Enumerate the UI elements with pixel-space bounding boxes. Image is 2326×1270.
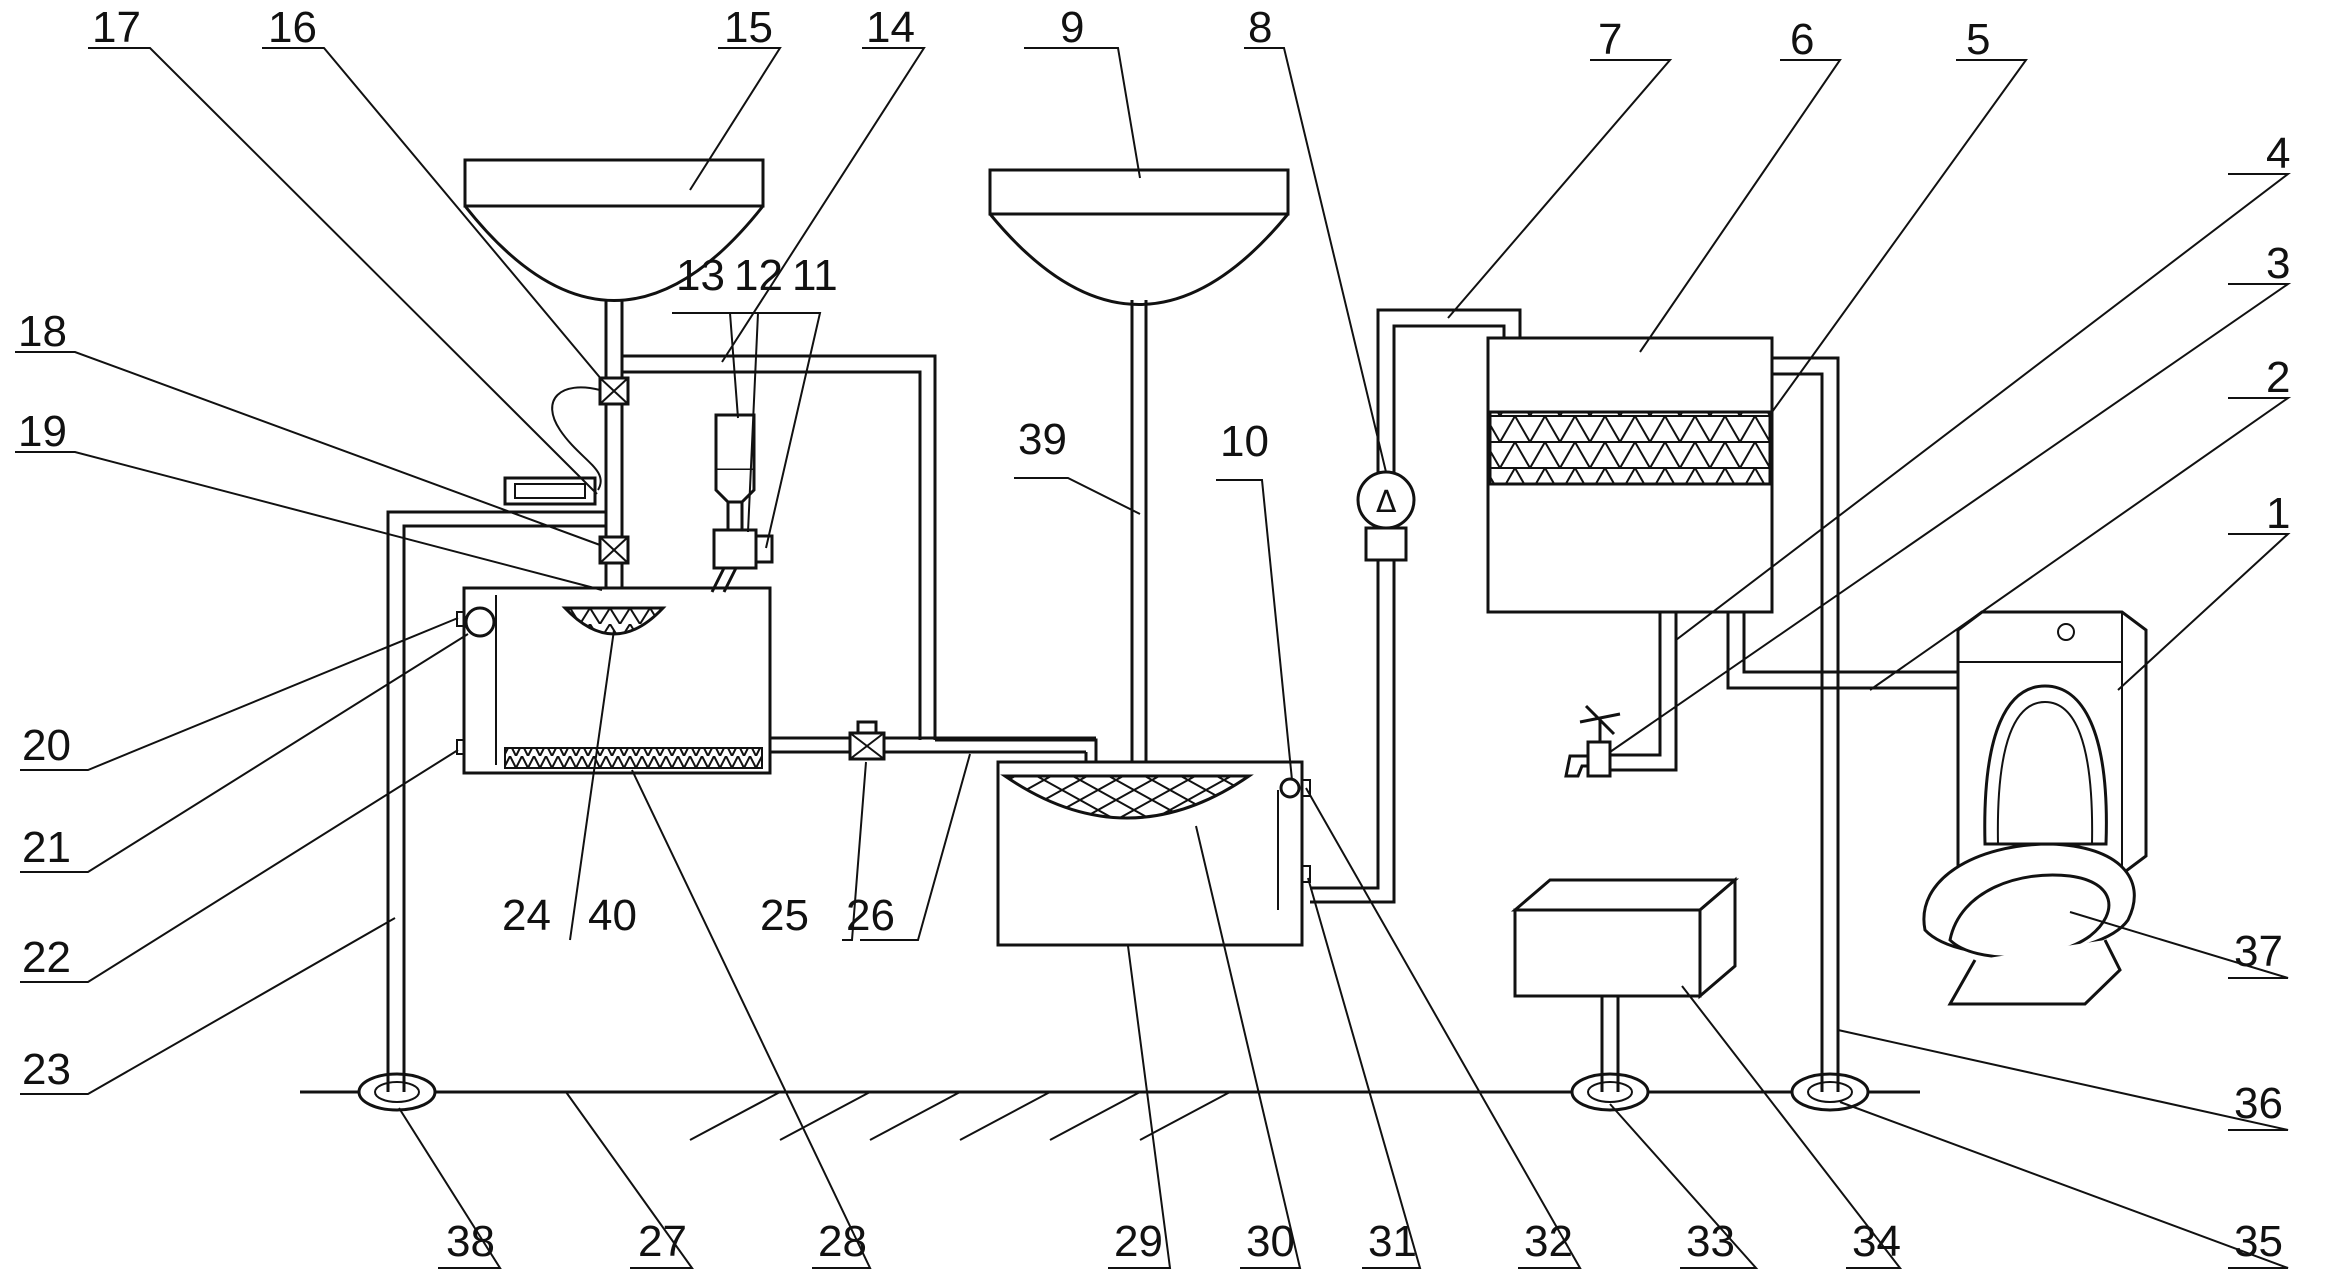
pipe-23: [386, 510, 606, 1092]
tap-3: [1564, 704, 1621, 778]
label-32: 32: [1524, 1217, 1573, 1266]
label-31: 31: [1368, 1217, 1417, 1266]
label-14: 14: [866, 3, 915, 52]
label-4: 4: [2266, 129, 2290, 178]
controller-17: [503, 476, 597, 506]
label-25: 25: [760, 891, 809, 940]
label-34: 34: [1852, 1217, 1901, 1266]
pipe-2: [1726, 612, 1958, 690]
label-8: 8: [1248, 3, 1272, 52]
label-15: 15: [724, 3, 773, 52]
label-24: 24: [502, 891, 551, 940]
leader-lines: [15, 47, 2292, 1269]
label-16: 16: [268, 3, 317, 52]
label-10: 10: [1220, 417, 1269, 466]
dispenser-13: [710, 413, 774, 593]
valve-25: [848, 720, 886, 761]
wash-basin-15: [463, 158, 765, 590]
label-21: 21: [22, 823, 71, 872]
floor-drain-33: [1570, 1072, 1650, 1112]
ground: [300, 1090, 1920, 1141]
part-labels: 17 16 15 14 9 8 7 6 5 4 3 2 1 18 19 13 1…: [18, 3, 2290, 1266]
toilet-1: [1922, 610, 2148, 1006]
label-40: 40: [588, 891, 637, 940]
valve-16: [598, 376, 630, 406]
container-34: [1510, 876, 1740, 1092]
label-19: 19: [18, 407, 67, 456]
pipe-7: [1310, 308, 1522, 904]
label-9: 9: [1060, 3, 1084, 52]
label-33: 33: [1686, 1217, 1735, 1266]
label-13: 13: [676, 251, 725, 300]
pipe-36: [1772, 356, 1840, 1092]
tank-29: [996, 760, 1311, 947]
label-7: 7: [1598, 15, 1622, 64]
valve-18: [598, 535, 630, 565]
tank-6: [1486, 336, 1774, 614]
label-20: 20: [22, 721, 71, 770]
label-35: 35: [2234, 1217, 2283, 1266]
label-18: 18: [18, 307, 67, 356]
tank-24: [456, 586, 772, 775]
pipe-4: [1608, 612, 1678, 772]
label-36: 36: [2234, 1079, 2283, 1128]
label-28: 28: [818, 1217, 867, 1266]
label-23: 23: [22, 1045, 71, 1094]
wash-basin-9: [988, 168, 1290, 768]
label-22: 22: [22, 933, 71, 982]
label-2: 2: [2266, 353, 2290, 402]
label-12: 12: [734, 251, 783, 300]
label-26: 26: [846, 891, 895, 940]
pump-8: Δ: [1356, 470, 1416, 562]
label-37: 37: [2234, 927, 2283, 976]
label-30: 30: [1246, 1217, 1295, 1266]
label-39: 39: [1018, 415, 1067, 464]
pipe-26: [770, 736, 1098, 768]
pump-symbol: Δ: [1376, 485, 1397, 520]
controller-wire: [551, 386, 602, 491]
label-6: 6: [1790, 15, 1814, 64]
label-5: 5: [1966, 15, 1990, 64]
floor-drain-38: [357, 1072, 437, 1112]
label-11: 11: [792, 251, 838, 300]
label-29: 29: [1114, 1217, 1163, 1266]
label-27: 27: [638, 1217, 687, 1266]
label-17: 17: [92, 3, 141, 52]
floor-drain-35: [1790, 1072, 1870, 1112]
label-1: 1: [2266, 489, 2290, 538]
label-38: 38: [446, 1217, 495, 1266]
label-3: 3: [2266, 239, 2290, 288]
